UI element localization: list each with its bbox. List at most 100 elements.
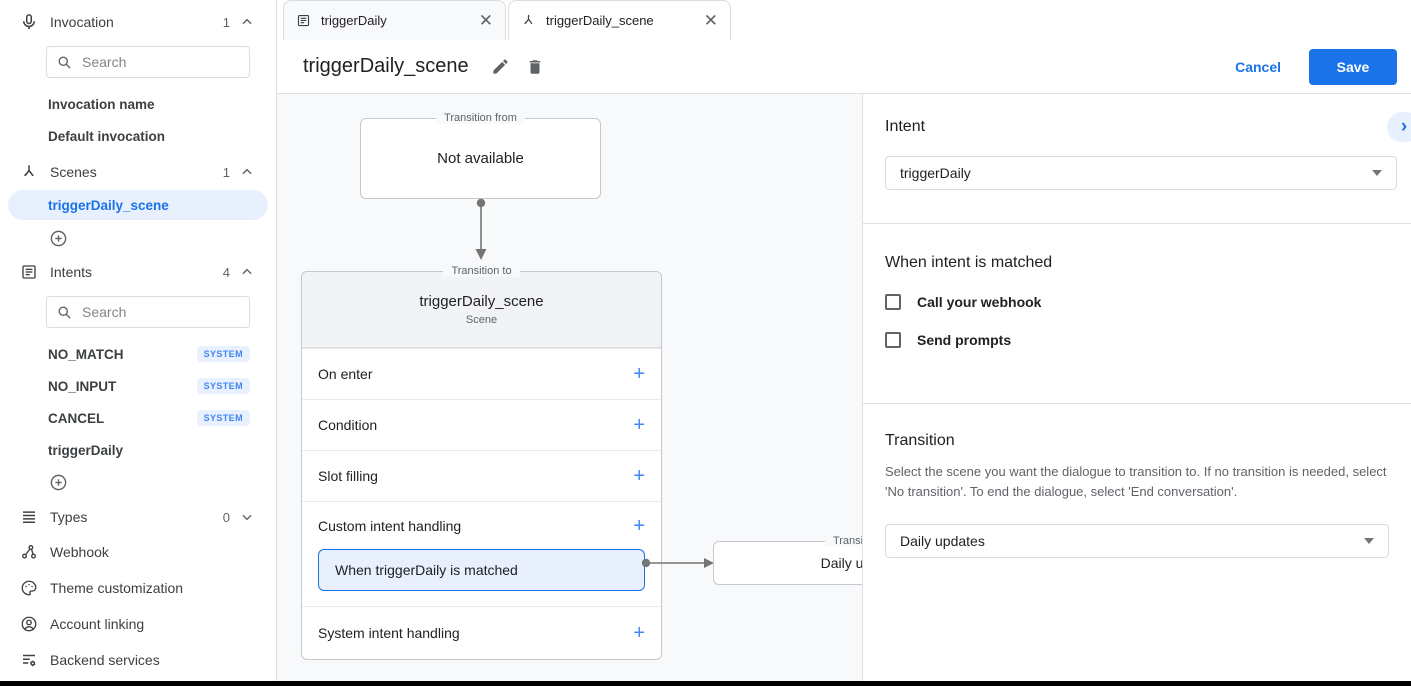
- add-on-enter-button[interactable]: +: [633, 363, 645, 385]
- call-webhook-checkbox[interactable]: [885, 294, 901, 310]
- delete-scene-button[interactable]: [526, 58, 544, 76]
- chevron-up-icon[interactable]: [240, 165, 254, 179]
- scene-row-condition: Condition +: [302, 399, 661, 450]
- scene-row-custom-intent-handling: Custom intent handling + When triggerDai…: [302, 501, 661, 591]
- search-icon: [57, 55, 72, 70]
- sidebar-item-theme-customization[interactable]: Theme customization: [0, 570, 276, 606]
- item-label: triggerDaily: [48, 442, 124, 458]
- tab-label: triggerDaily: [321, 13, 387, 28]
- sidebar-section-types[interactable]: Types 0: [0, 500, 276, 534]
- sidebar-item-webhook[interactable]: Webhook: [0, 534, 276, 570]
- send-prompts-checkbox[interactable]: [885, 332, 901, 348]
- transition-from-text: Not available: [437, 150, 524, 167]
- item-label: Account linking: [50, 616, 145, 632]
- add-system-intent-button[interactable]: +: [633, 622, 645, 644]
- checkbox-label: Call your webhook: [917, 294, 1042, 310]
- item-label: Default invocation: [48, 128, 166, 144]
- close-tab-icon[interactable]: ✕: [703, 11, 718, 30]
- sidebar-section-scenes[interactable]: Scenes 1: [0, 156, 276, 188]
- scene-row-on-enter: On enter +: [302, 348, 661, 399]
- scene-graph-canvas[interactable]: Transition from Not available Transition…: [277, 94, 862, 681]
- sidebar-section-invocation[interactable]: Invocation 1: [0, 6, 276, 38]
- when-matched-heading: When intent is matched: [885, 254, 1053, 271]
- intent-handler-chip[interactable]: When triggerDaily is matched: [318, 549, 645, 591]
- tab-strip: triggerDaily ✕ triggerDaily_scene ✕: [277, 0, 1411, 40]
- collapse-panel-button[interactable]: ›: [1387, 112, 1411, 142]
- save-button[interactable]: Save: [1309, 48, 1397, 85]
- plus-circle-icon: [49, 229, 68, 248]
- scene-row-slot-filling: Slot filling +: [302, 450, 661, 501]
- sidebar-item-triggerdaily-scene[interactable]: triggerDaily_scene: [8, 190, 268, 220]
- add-slot-button[interactable]: +: [633, 465, 645, 487]
- down-arrow-connector: [475, 198, 487, 260]
- plus-circle-icon: [49, 473, 68, 492]
- row-label: Slot filling: [318, 468, 378, 484]
- sidebar-item-cancel-intent[interactable]: CANCEL SYSTEM: [0, 402, 276, 434]
- system-badge: SYSTEM: [196, 410, 250, 426]
- sidebar: Invocation 1 Invocation name Default inv…: [0, 0, 277, 681]
- palette-icon: [20, 579, 38, 597]
- chevron-down-icon[interactable]: [240, 510, 254, 524]
- checkbox-label: Send prompts: [917, 332, 1012, 348]
- transition-select[interactable]: Daily updates: [885, 524, 1389, 559]
- section-count: 0: [222, 509, 230, 525]
- add-condition-button[interactable]: +: [633, 414, 645, 436]
- intent-list-icon: [296, 13, 311, 28]
- row-label: On enter: [318, 366, 373, 382]
- section-label: Types: [50, 509, 88, 525]
- sidebar-item-account-linking[interactable]: Account linking: [0, 606, 276, 642]
- chevron-up-icon[interactable]: [240, 15, 254, 29]
- tab-label: triggerDaily_scene: [546, 13, 654, 28]
- types-menu-icon: [20, 508, 38, 526]
- transition-section: Transition Select the scene you want the…: [863, 404, 1411, 559]
- sidebar-section-intents[interactable]: Intents 4: [0, 256, 276, 288]
- intent-select[interactable]: triggerDaily: [885, 156, 1397, 190]
- add-scene-button[interactable]: [0, 222, 276, 254]
- prompts-option-row: Send prompts: [885, 332, 1389, 348]
- sidebar-item-no-match[interactable]: NO_MATCH SYSTEM: [0, 338, 276, 370]
- row-label: Condition: [318, 417, 378, 433]
- sidebar-item-triggerdaily-intent[interactable]: triggerDaily: [0, 434, 276, 466]
- intents-search-box: [46, 296, 250, 328]
- dropdown-caret-icon: [1364, 538, 1374, 545]
- backend-services-icon: [20, 651, 38, 669]
- invocation-search-box: [46, 46, 250, 78]
- chevron-right-icon: ›: [1400, 116, 1408, 137]
- invocation-search-input[interactable]: [82, 54, 239, 70]
- add-intent-button[interactable]: [0, 466, 276, 498]
- add-custom-intent-button[interactable]: +: [633, 514, 645, 537]
- section-label: Intents: [50, 264, 93, 280]
- intent-select-value: triggerDaily: [900, 165, 971, 181]
- transition-description: Select the scene you want the dialogue t…: [885, 464, 1387, 500]
- bottom-edge-bar: [0, 681, 1411, 686]
- scene-node-card: Transition to triggerDaily_scene Scene O…: [301, 265, 662, 660]
- intents-search-input[interactable]: [82, 304, 239, 320]
- tab-triggerdaily-scene[interactable]: triggerDaily_scene ✕: [508, 0, 731, 40]
- item-label: triggerDaily_scene: [48, 197, 169, 213]
- sidebar-item-backend-services[interactable]: Backend services: [0, 642, 276, 678]
- daily-updates-node: Transition to Daily updates: [713, 535, 862, 585]
- scene-node-header: triggerDaily_scene Scene: [302, 272, 661, 348]
- scene-branch-icon: [521, 13, 536, 28]
- row-label: Custom intent handling: [318, 517, 462, 534]
- row-label: System intent handling: [318, 625, 460, 641]
- edit-scene-button[interactable]: [491, 57, 510, 76]
- sidebar-item-invocation-name[interactable]: Invocation name: [0, 88, 276, 120]
- account-circle-icon: [20, 615, 38, 633]
- cancel-button[interactable]: Cancel: [1235, 58, 1281, 75]
- item-label: NO_MATCH: [48, 346, 124, 362]
- tab-triggerdaily[interactable]: triggerDaily ✕: [283, 0, 506, 40]
- scene-branch-icon: [20, 163, 38, 181]
- search-icon: [57, 305, 72, 320]
- dropdown-caret-icon: [1372, 170, 1382, 176]
- intent-section: Intent › triggerDaily: [863, 94, 1411, 224]
- close-tab-icon[interactable]: ✕: [478, 11, 493, 30]
- intent-heading: Intent: [885, 118, 926, 135]
- intent-detail-panel: Intent › triggerDaily When intent is mat…: [862, 94, 1411, 681]
- intent-list-icon: [20, 263, 38, 281]
- chip-label: When triggerDaily is matched: [335, 562, 518, 578]
- sidebar-item-default-invocation[interactable]: Default invocation: [0, 120, 276, 152]
- chevron-up-icon[interactable]: [240, 265, 254, 279]
- sidebar-item-no-input[interactable]: NO_INPUT SYSTEM: [0, 370, 276, 402]
